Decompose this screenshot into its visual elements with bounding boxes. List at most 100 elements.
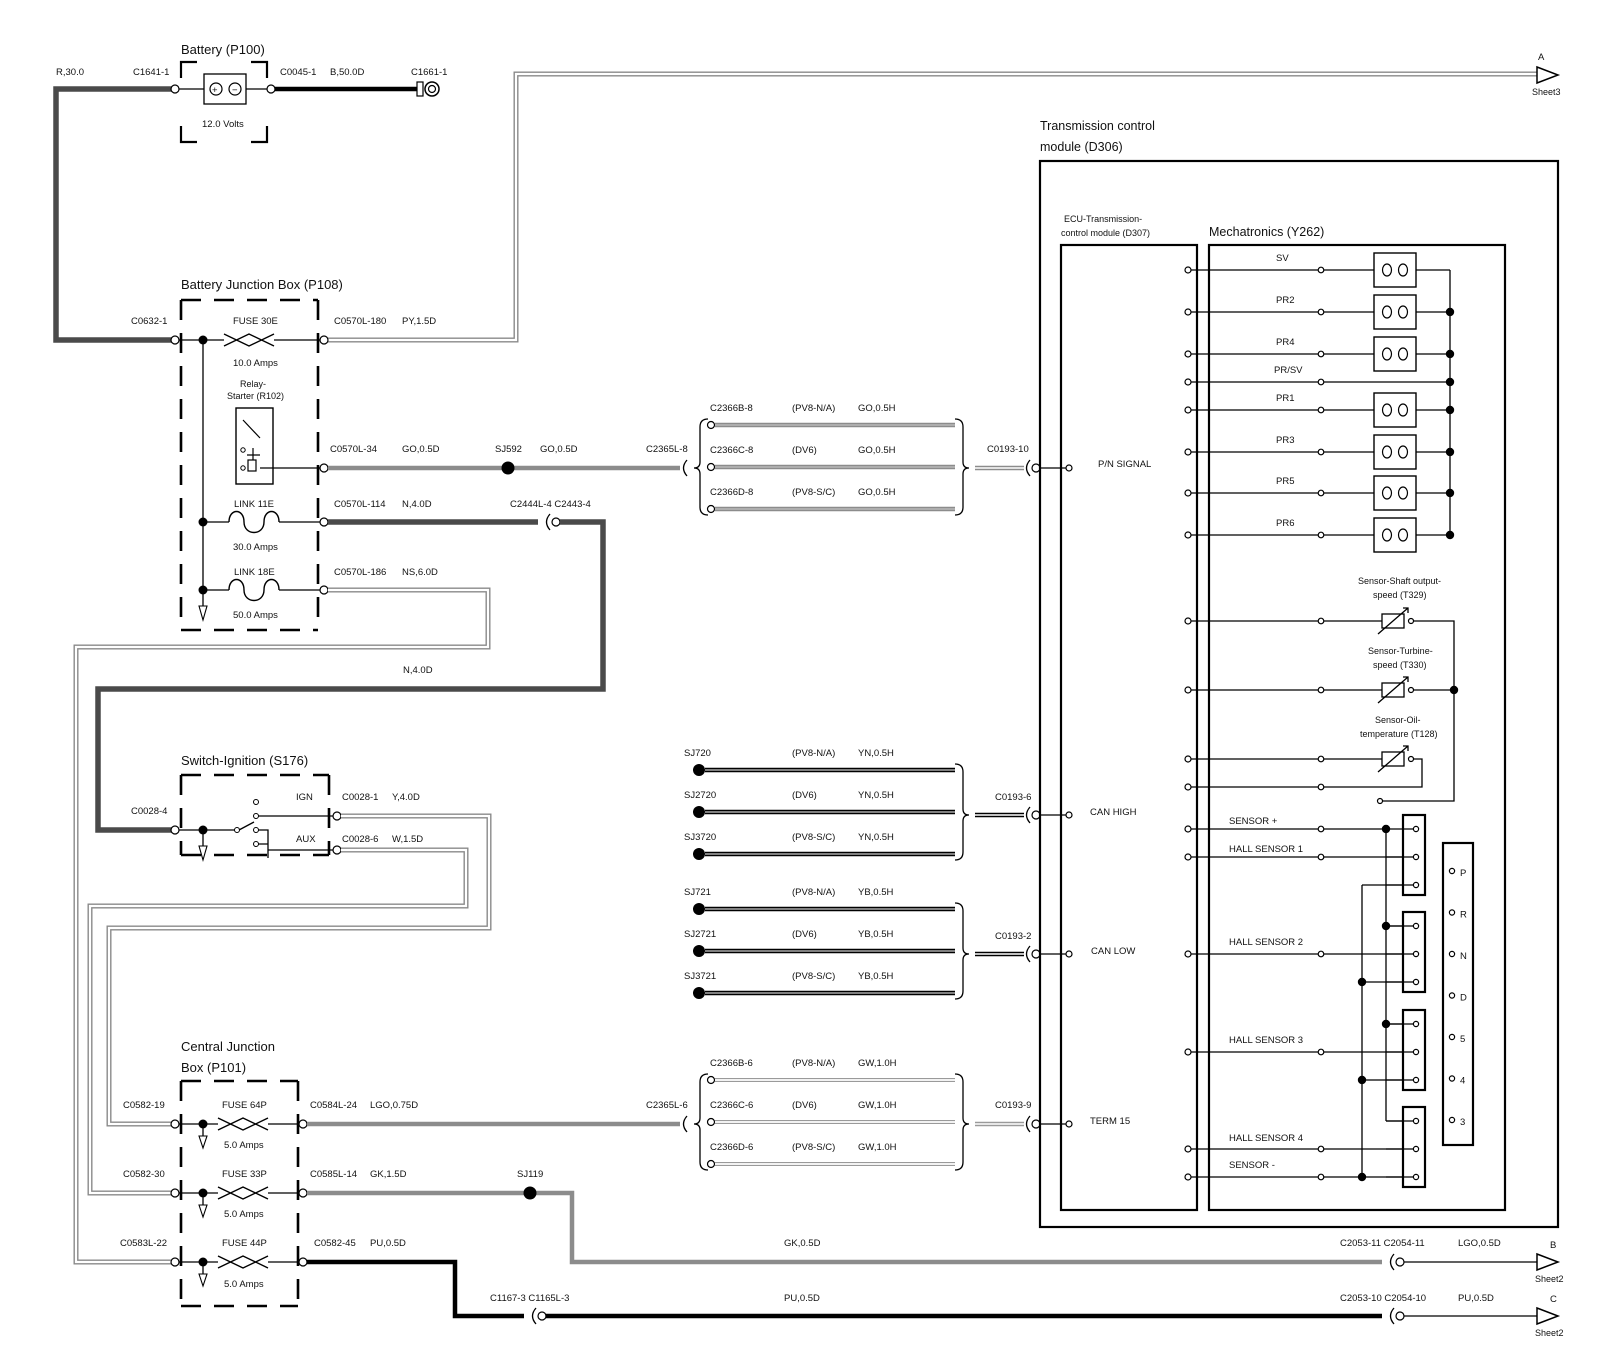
tcm-connector-pin [1031,463,1041,473]
fuse64p-wire: LGO,0.75D [370,1100,418,1111]
battery: Battery (P100) + − 12.0 Volts C1641-1 C0… [56,42,447,144]
ecu-pin [1065,950,1073,958]
bus-junction [1357,1075,1367,1085]
ecu-pin [1184,1145,1192,1153]
variant-wire-label: YN,0.5H [858,748,894,759]
ecu-pin [1184,853,1192,861]
sensor-plus-bus [1324,828,1403,1122]
variant-brace-right [954,902,970,1000]
battery-minus-icon: − [232,85,238,96]
battery-junction-box: Battery Junction Box (P108) C0632-1 FUSE… [131,277,440,632]
sheet-b-label: B [1550,1240,1556,1251]
ecu-pin [1184,448,1192,456]
ecu-pin [1184,489,1192,497]
tcm-conn-pn: C0193-10 [987,444,1029,455]
hall-signal-pin [1317,1145,1325,1153]
variant-wire-label: GO,0.5H [858,403,896,414]
solenoid-pin [1317,406,1325,414]
ecu-pin [1184,950,1192,958]
gear-pin [1448,1116,1456,1124]
mech-box [1207,243,1507,1212]
sensor-turbine-label2: speed (T330) [1373,660,1427,670]
link-icon [228,510,280,534]
ecu-pin [1065,464,1073,472]
solenoid-label: PR3 [1276,435,1294,446]
sensor-pin [1317,686,1325,694]
fuse64p-in: C0582-19 [123,1100,165,1111]
solenoid-pin [1317,266,1325,274]
battery-wire-right: B,50.0D [330,67,364,78]
tcm-title2: module (D306) [1040,140,1123,154]
solenoid-pin [1317,308,1325,316]
variant-splice [693,987,705,999]
solenoid-coil [1381,305,1393,319]
hall-pin [1412,1117,1420,1125]
gear-label: 5 [1460,1034,1465,1045]
solenoid-icon [1373,294,1417,330]
fuse44p-rating: 5.0 Amps [224,1279,264,1290]
solenoid-coil [1397,445,1409,459]
variant-brace-right [954,1073,970,1171]
ecu-pin [1184,406,1192,414]
variant-name-label: (PV8-N/A) [792,887,835,898]
tcm-connector-pin [1031,810,1041,820]
variant-splice [693,764,705,776]
solenoid-coil [1381,263,1393,277]
sheet-a-ref: Sheet3 [1532,87,1561,97]
variant-brace-left [693,1073,709,1171]
hall-pin [1412,978,1420,986]
link18e-conn: C0570L-186 [334,567,386,578]
sheet-a-arrow-icon [1536,65,1561,85]
solenoid-coil [1381,528,1393,542]
can-high-label: CAN HIGH [1090,807,1137,818]
variant-name-label: (DV6) [792,929,817,940]
solenoid-coil [1381,445,1393,459]
variant-conn-label: C2366B-6 [710,1058,753,1069]
ecu-pin [1184,755,1192,763]
fuse33p-in: C0582-30 [123,1169,165,1180]
fuse33p-name: FUSE 33P [222,1169,267,1180]
variant-name-label: (DV6) [792,445,817,456]
wire-w15d [87,847,469,1196]
variant-pin [706,1117,716,1127]
variant-conn-label: C2366B-8 [710,403,753,414]
battery-title: Battery (P100) [181,42,265,57]
arrow-down-icon [198,1273,208,1288]
switch-conn-aux: C0028-6 [342,834,378,845]
variant-name-label: (PV8-S/C) [792,971,835,982]
variant-pin [706,504,716,514]
arrow-down-icon [198,605,208,623]
variant-name-label: (PV8-S/C) [792,487,835,498]
hall-signal-pin [1317,825,1325,833]
variant-pin [706,1075,716,1085]
relay-wire: GO,0.5D [402,444,440,455]
hall-pin [1412,1048,1420,1056]
gear-pin [1448,1075,1456,1082]
variant-wire-label: YN,0.5H [858,832,894,843]
cjb-title: Central Junction [181,1039,275,1054]
fuse30e-rating: 10.0 Amps [233,358,278,369]
tcm-connector-pin [1031,949,1041,959]
tcm-box [1038,159,1560,1229]
sheet-c-ref: Sheet2 [1535,1328,1564,1338]
bus-junction [1381,1019,1391,1029]
sensor-common [1413,620,1455,691]
ecu-title: ECU-Transmission- [1064,214,1142,224]
relay-name2: Starter (R102) [227,391,284,401]
variant-wire-label: YB,0.5H [858,887,894,898]
gear-label: N [1460,951,1467,962]
hall-pin [1412,950,1420,958]
fuse-icon [223,333,275,347]
c2365l8-label: C2365L-8 [646,444,688,455]
hall4-label: HALL SENSOR 4 [1229,1133,1303,1144]
ecu-pin [1184,1048,1192,1056]
gear-pin [1448,909,1456,916]
sensor-pin [1376,797,1384,805]
solenoid-icon [1373,252,1417,288]
sensor-variable-icon [1377,676,1409,704]
hall-pin [1412,1173,1420,1181]
link11e-name: LINK 11E [234,499,274,510]
c2365l6-label: C2365L-6 [646,1100,688,1111]
variant-conn-label: C2366D-8 [710,487,753,498]
switch-contact-icon [238,821,255,831]
